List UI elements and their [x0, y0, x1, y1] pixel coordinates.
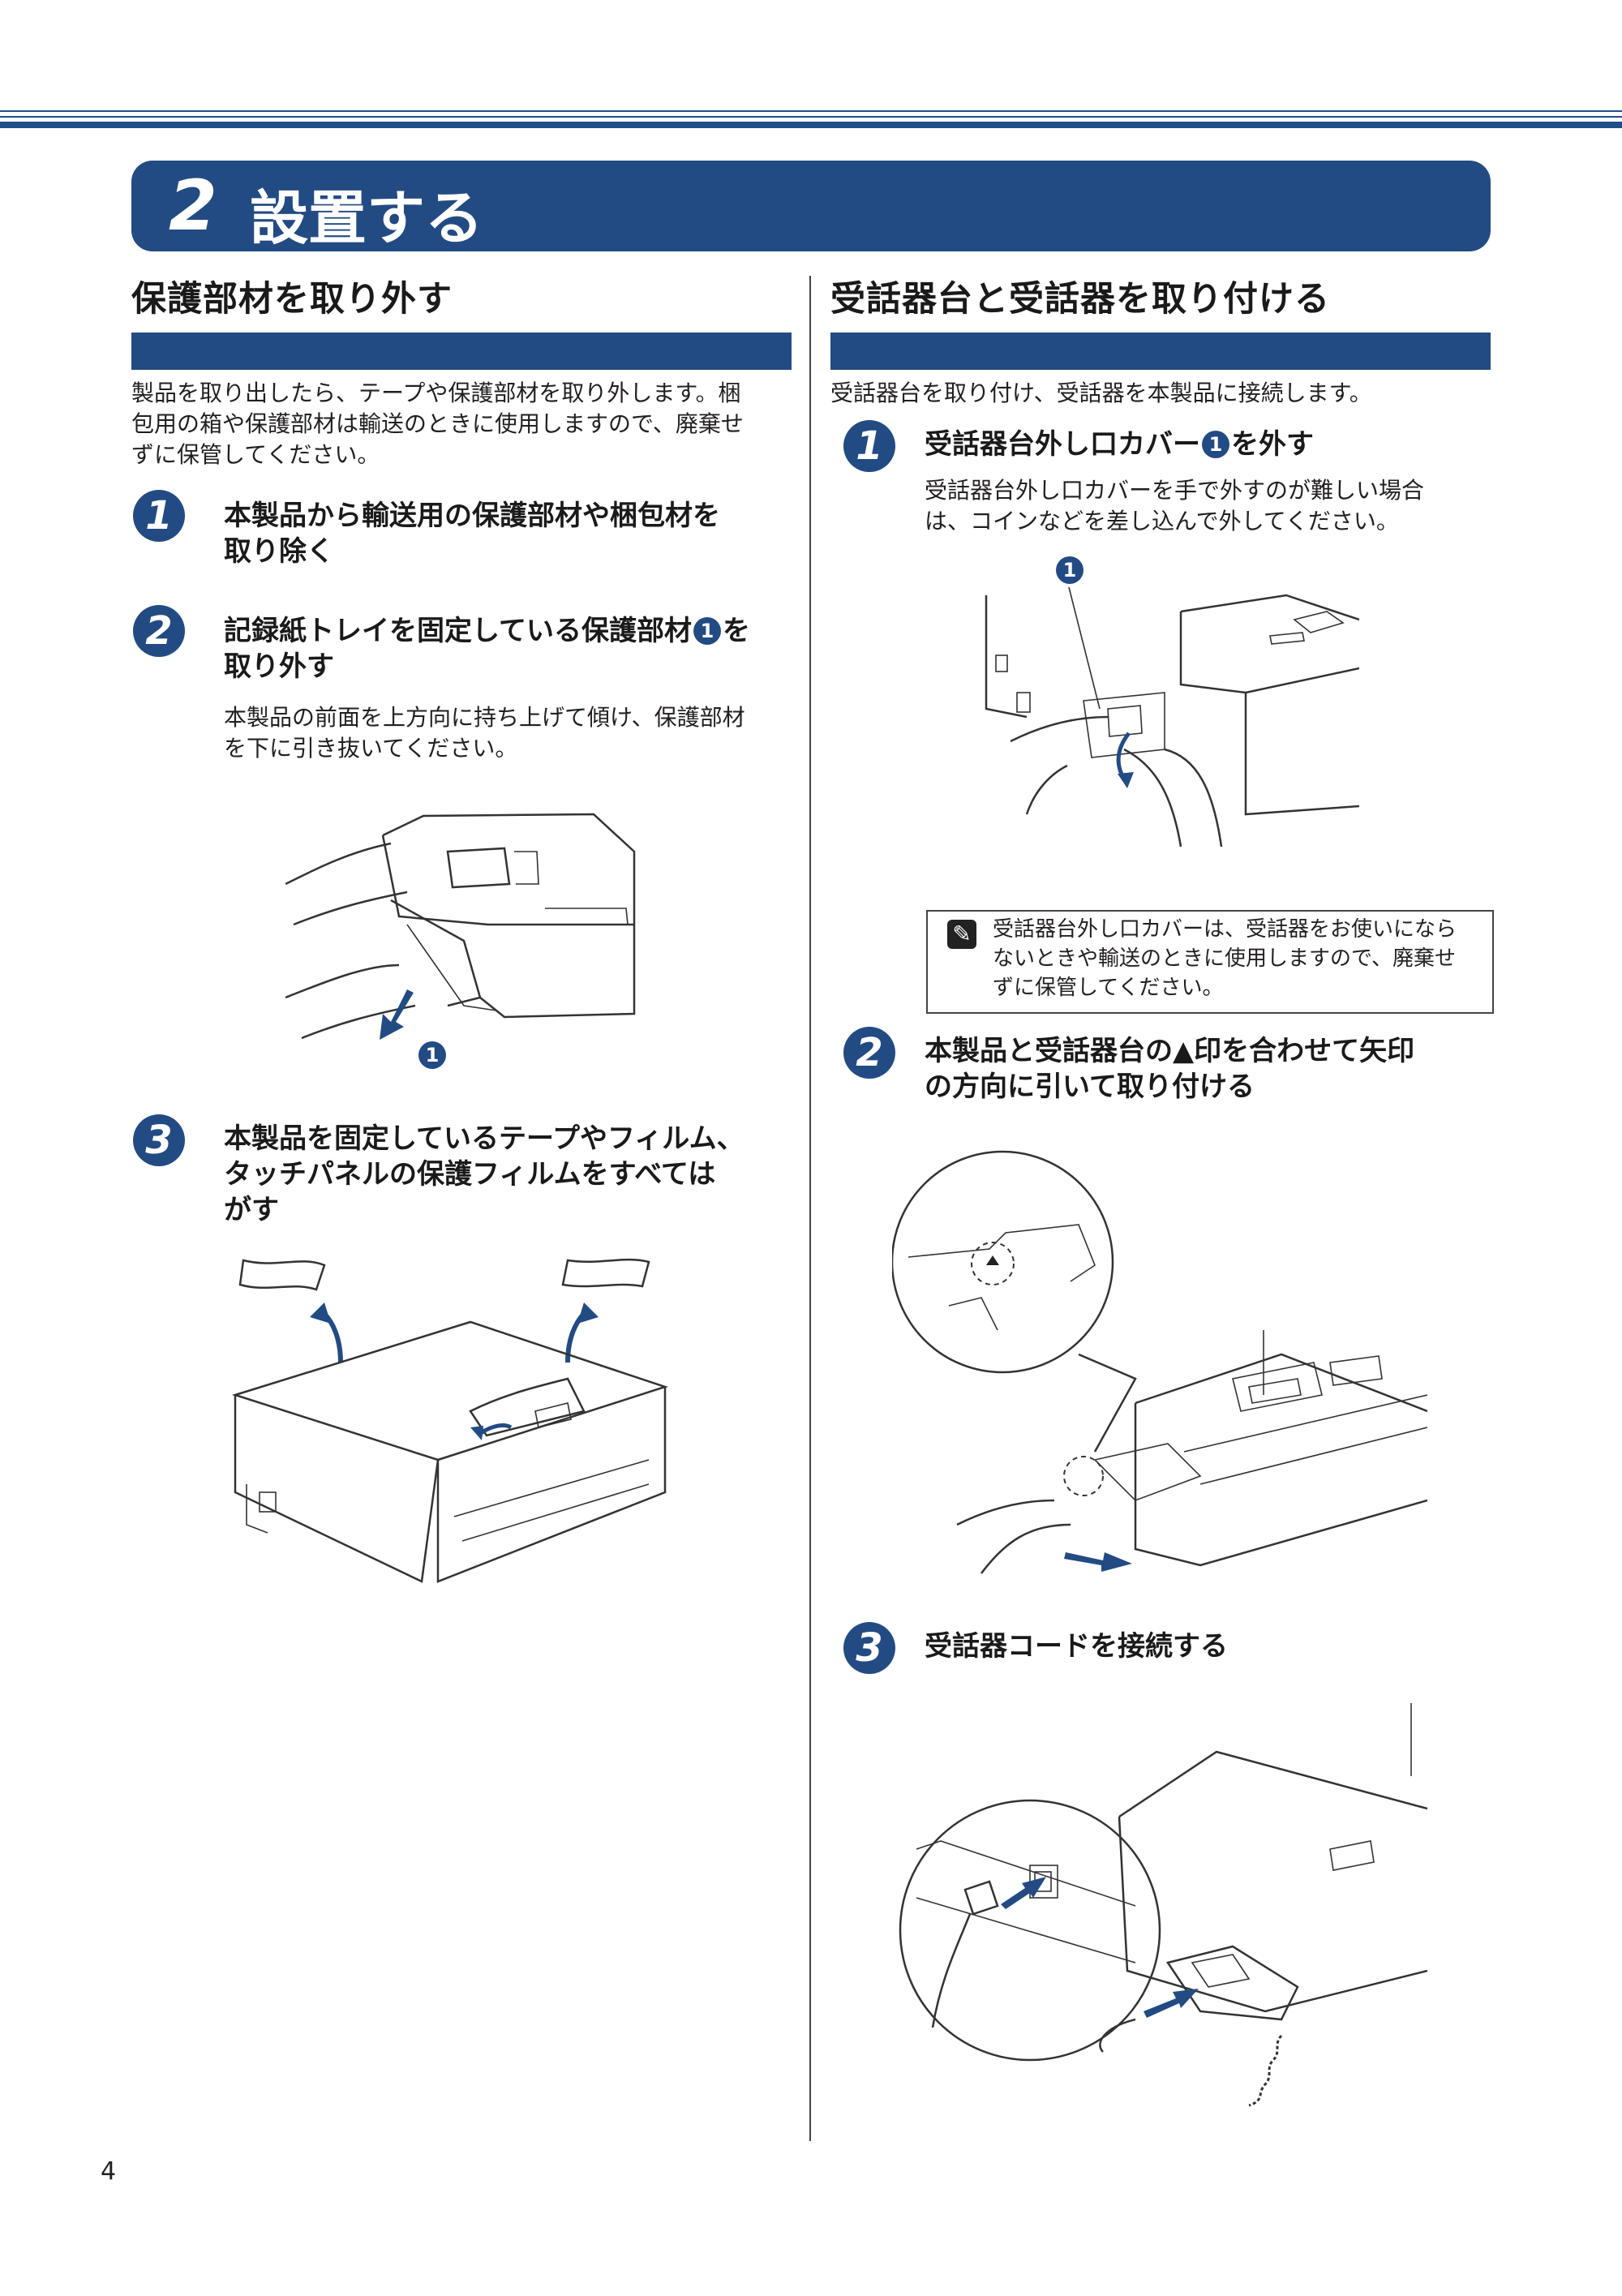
callout-1-badge: 1: [1202, 431, 1229, 458]
figure-peel-tape: [231, 1258, 669, 1583]
left-step-2-number: 2: [133, 605, 185, 657]
right-step-2-text: 本製品と受話器台の▲印を合わせて矢印 の方向に引いて取り付ける: [925, 1035, 1415, 1103]
right-step-3-text: 受話器コードを接続する: [925, 1630, 1228, 1663]
figure-connect-cord: [899, 1703, 1427, 2107]
left-step-3-text: 本製品を固定しているテープやフィルム、 タッチパネルの保護フィルムをすべては が…: [224, 1122, 744, 1226]
right-step-1-desc: 受話器台外し口カバーを手で外すのが難しい場合 は、コインなどを差し込んで外してく…: [925, 477, 1425, 534]
right-section-bar: [830, 333, 1491, 370]
figure-cover-callout: 1: [1054, 556, 1085, 584]
right-intro: 受話器台を取り付け、受話器を本製品に接続します。: [830, 380, 1372, 406]
left-step-1-number: 1: [133, 490, 185, 542]
left-section-title: 保護部材を取り外す: [131, 279, 453, 320]
page-number: 4: [101, 2157, 117, 2186]
note-pencil-icon: ✎: [947, 920, 976, 949]
figure-callout-1: 1: [417, 1041, 448, 1069]
right-step-1-number: 1: [843, 420, 895, 472]
column-divider: [809, 276, 811, 2141]
header-rule-thin-2: [0, 116, 1622, 118]
right-step-2-number: 2: [843, 1027, 895, 1079]
left-step-1-text: 本製品から輸送用の保護部材や梱包材を 取り除く: [224, 500, 720, 568]
figure-remove-cover: [985, 587, 1359, 848]
header-rule-thick: [0, 122, 1622, 128]
callout-1-badge: 1: [693, 617, 721, 645]
left-step-3-number: 3: [133, 1114, 185, 1166]
left-step-2-desc: 本製品の前面を上方向に持ち上げて傾け、保護部材 を下に引き抜いてください。: [224, 704, 745, 762]
figure-remove-protector: [285, 813, 636, 1040]
right-section-title: 受話器台と受話器を取り付ける: [830, 279, 1330, 320]
left-section-bar: [131, 333, 792, 370]
figure-attach-cradle: [892, 1150, 1427, 1574]
note-box: ✎ 受話器台外し口カバーは、受話器をお使いになら ないときや輸送のときに使用しま…: [926, 910, 1494, 1014]
left-intro: 製品を取り出したら、テープや保護部材を取り外します。梱 包用の箱や保護部材は輸送…: [131, 380, 744, 468]
right-step-3-number: 3: [843, 1622, 895, 1674]
header-rule-thin: [0, 110, 1622, 112]
chapter-title: 設置する: [250, 184, 484, 252]
note-text: 受話器台外し口カバーは、受話器をお使いになら ないときや輸送のときに使用しますの…: [993, 917, 1457, 1000]
chapter-banner: 2 設置する: [131, 161, 1491, 252]
chapter-number: 2: [169, 165, 217, 247]
